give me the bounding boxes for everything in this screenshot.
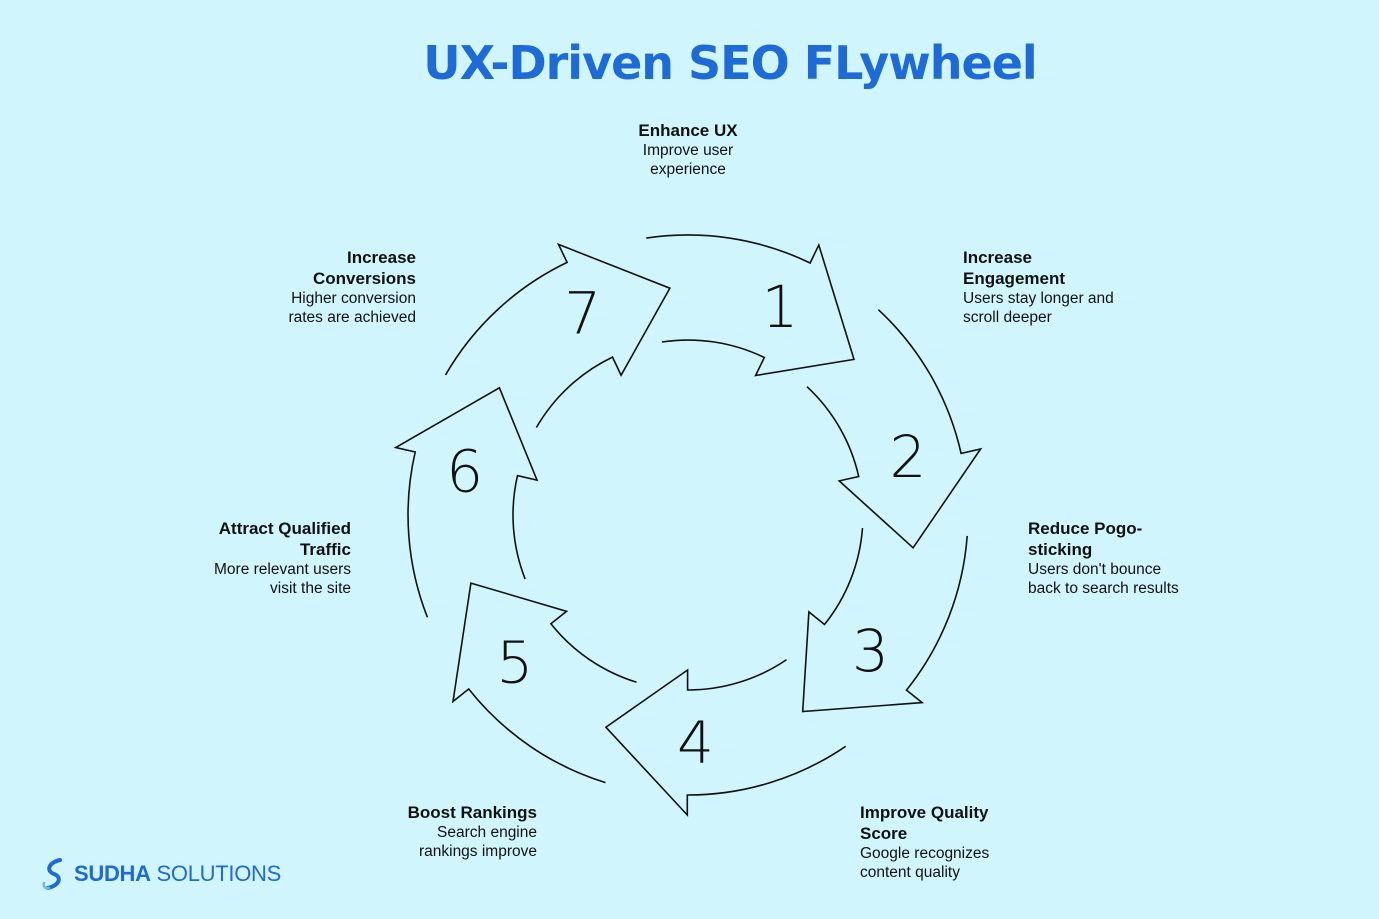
flywheel-number-6: 6 xyxy=(446,438,483,506)
step-6-label: Attract Qualified Traffic More relevant … xyxy=(191,518,351,598)
step-5-label: Boost Rankings Search engine rankings im… xyxy=(357,802,537,861)
flywheel-number-3: 3 xyxy=(852,617,889,685)
flywheel-arrow-5 xyxy=(451,582,637,784)
step-4-label: Improve Quality Score Google recognizes … xyxy=(860,802,1020,882)
step-2-heading: Increase Engagement xyxy=(963,248,1066,288)
logo-suffix: SOLUTIONS xyxy=(156,861,282,886)
flywheel-arrow-2 xyxy=(806,309,983,550)
flywheel-number-2: 2 xyxy=(890,423,927,491)
swirl-icon xyxy=(42,858,62,890)
page-title: UX-Driven SEO FLywheel xyxy=(423,36,1037,90)
flywheel-number-1: 1 xyxy=(762,273,799,341)
step-3-label: Reduce Pogo-sticking Users don't bounce … xyxy=(1028,518,1203,598)
flywheel-arrow-6 xyxy=(393,386,539,618)
step-5-heading: Boost Rankings xyxy=(407,803,537,822)
step-1-description: Improve user experience xyxy=(642,142,734,178)
logo-text: SUDHA SOLUTIONS xyxy=(74,861,281,887)
flywheel-number-4: 4 xyxy=(677,708,714,776)
step-3-description: Users don't bounce back to search result… xyxy=(1028,561,1179,597)
step-3-heading: Reduce Pogo-sticking xyxy=(1028,519,1143,559)
logo-brand: SUDHA xyxy=(74,861,151,886)
flywheel-arrow-3 xyxy=(801,528,968,713)
step-2-description: Users stay longer and scroll deeper xyxy=(963,290,1114,326)
step-7-description: Higher conversion rates are achieved xyxy=(288,290,416,326)
step-2-label: Increase Engagement Users stay longer an… xyxy=(963,247,1138,327)
flywheel-arrow-7 xyxy=(444,242,672,428)
step-6-heading: Attract Qualified Traffic xyxy=(218,519,351,559)
company-logo: SUDHA SOLUTIONS xyxy=(40,856,281,892)
flywheel-number-7: 7 xyxy=(564,279,601,347)
step-4-description: Google recognizes content quality xyxy=(860,845,990,881)
step-7-label: Increase Conversions Higher conversion r… xyxy=(256,247,416,327)
step-1-heading: Enhance UX xyxy=(638,121,738,140)
flywheel-number-5: 5 xyxy=(496,629,533,697)
step-5-description: Search engine rankings improve xyxy=(418,824,537,860)
step-4-heading: Improve Quality Score xyxy=(860,803,989,843)
flywheel-arrow-1 xyxy=(646,234,856,377)
step-6-description: More relevant users visit the site xyxy=(214,561,351,597)
step-7-heading: Increase Conversions xyxy=(313,248,416,288)
step-1-label: Enhance UX Improve user experience xyxy=(568,120,808,179)
flywheel-arrow-4 xyxy=(604,658,847,818)
